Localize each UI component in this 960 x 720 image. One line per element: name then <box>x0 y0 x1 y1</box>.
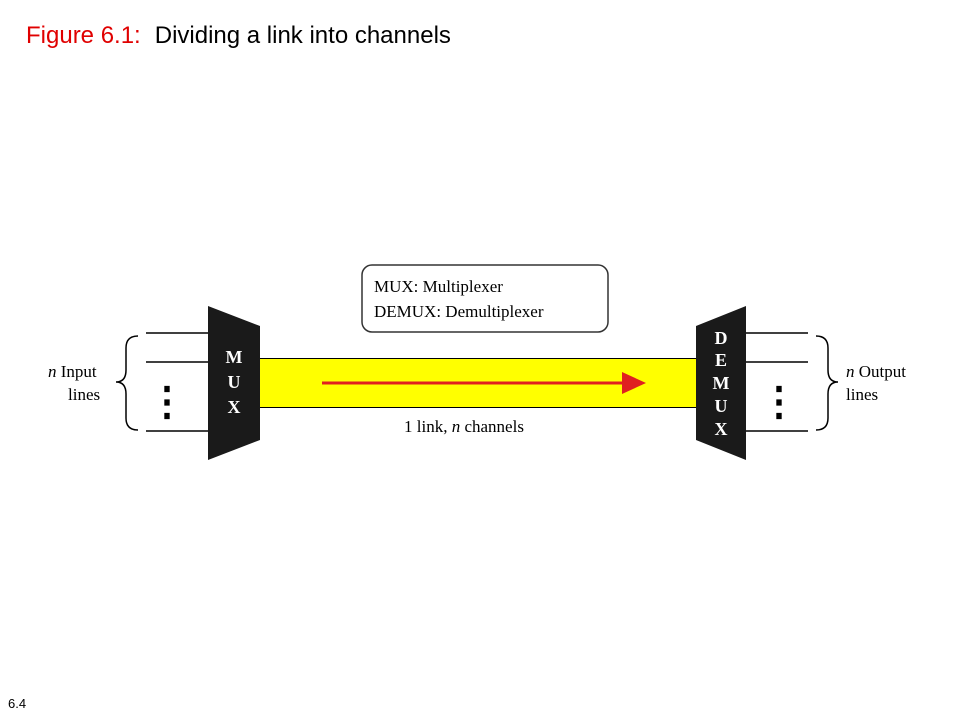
slide-number: 6.4 <box>8 696 27 711</box>
legend-demux: DEMUX: Demultiplexer <box>374 302 544 321</box>
output-label-line2: lines <box>846 385 878 404</box>
direction-arrow-head <box>622 372 646 394</box>
link-label-var: n <box>452 417 461 436</box>
figure-label: Figure 6.1: <box>26 22 141 49</box>
demux-letter: U <box>715 396 728 416</box>
legend-mux: MUX: Multiplexer <box>374 277 503 296</box>
input-label-text: Input <box>57 362 97 381</box>
link-label-prefix: 1 link, <box>404 417 452 436</box>
input-label-line2: lines <box>68 385 100 404</box>
legend-box <box>361 264 609 333</box>
mux-device <box>208 306 260 460</box>
output-brace <box>815 335 839 431</box>
figure-caption: Dividing a link into channels <box>154 22 451 49</box>
demux-letter: E <box>715 350 727 370</box>
output-label-text: Output <box>855 362 907 381</box>
link-label: 1 link, n channels <box>404 417 524 436</box>
output-label-line1: n Output <box>846 362 906 381</box>
demux-letter: X <box>715 419 728 439</box>
demux-device <box>696 306 746 460</box>
output-label-var: n <box>846 362 855 381</box>
mux-letter: U <box>228 372 241 392</box>
input-label-line1: n Input <box>48 362 97 381</box>
demux-letter: M <box>713 373 730 393</box>
output-dots: ⋮ <box>759 379 799 424</box>
link-label-suffix: channels <box>460 417 524 436</box>
mux-letter: X <box>228 397 241 417</box>
input-dots: ⋮ <box>147 379 187 424</box>
mux-letter: M <box>226 347 243 367</box>
input-label-var: n <box>48 362 57 381</box>
slide-title: Figure 6.1: Dividing a link into channels <box>26 20 451 52</box>
input-brace <box>115 335 139 431</box>
demux-letter: D <box>715 328 728 348</box>
